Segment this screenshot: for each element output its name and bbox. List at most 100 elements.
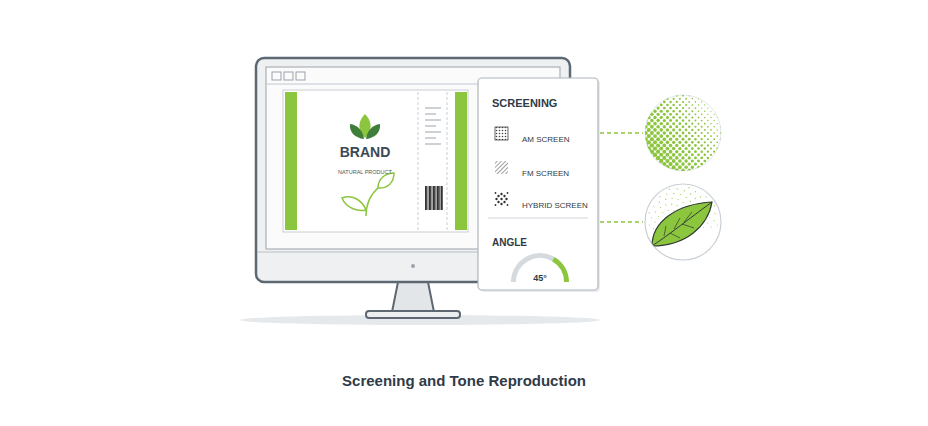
halftone-dot — [672, 128, 675, 131]
halftone-dot — [631, 131, 636, 136]
halftone-dot — [660, 116, 663, 119]
panel-box — [478, 78, 598, 290]
halftone-dot — [653, 146, 657, 150]
halftone-dot — [659, 171, 664, 176]
halftone-dot — [700, 144, 702, 146]
halftone-dot — [685, 116, 687, 118]
halftone-dot — [656, 168, 661, 173]
halftone-dot — [663, 107, 666, 110]
stipple-dot — [677, 199, 678, 200]
gauge-value — [552, 257, 569, 282]
halftone-dot — [698, 98, 699, 99]
text-line — [425, 132, 441, 133]
toolbar-tab — [284, 72, 293, 80]
halftone-dot — [659, 153, 663, 157]
halftone-dot — [650, 125, 654, 129]
halftone-dot — [676, 82, 678, 84]
text-slot: NATURAL PRODUCT — [265, 160, 465, 178]
halftone-dot — [697, 153, 700, 156]
halftone-dot — [698, 110, 700, 112]
halftone-dot — [735, 129, 737, 131]
halftone-dot — [700, 157, 703, 160]
halftone-dot — [672, 134, 675, 137]
leaf-vein — [682, 224, 694, 228]
halftone-dot — [707, 114, 708, 115]
power-dot — [411, 264, 415, 268]
stipple-dot — [651, 217, 652, 218]
halftone-dot — [643, 155, 648, 160]
halftone-dot — [735, 135, 737, 137]
halftone-dot — [710, 141, 712, 143]
stipple-dot — [688, 187, 689, 188]
halftone-dot — [665, 159, 669, 163]
halftone-dot — [723, 129, 724, 130]
halftone-dot — [682, 125, 685, 128]
halftone-dot — [669, 107, 672, 110]
panel-label: AM SCREEN — [522, 135, 570, 145]
halftone-dot — [643, 149, 648, 154]
stipple-dot — [662, 212, 663, 213]
halftone-dot — [716, 104, 718, 106]
halftone-dot — [713, 120, 714, 121]
halftone-dot — [621, 127, 626, 132]
halftone-dot — [719, 113, 721, 115]
halftone-dot — [697, 160, 700, 163]
halftone-dot — [692, 86, 693, 87]
halftone-dot — [698, 104, 700, 106]
halftone-dot — [666, 98, 669, 101]
halftone-dot — [678, 153, 681, 156]
halftone-dot — [663, 131, 667, 135]
halftone-dot — [729, 148, 730, 149]
barcode-bar — [426, 186, 428, 210]
halftone-dot — [694, 175, 697, 178]
sprout-leaf — [378, 173, 394, 188]
halftone-dot — [653, 110, 656, 113]
halftone-dot — [681, 144, 684, 147]
halftone-dot — [700, 163, 703, 166]
stipple-dot — [713, 220, 714, 221]
halftone-dot — [675, 131, 678, 134]
halftone-dot — [697, 135, 699, 137]
halftone-dot — [657, 94, 660, 97]
halftone-dot — [657, 100, 660, 103]
halftone-dot — [663, 101, 666, 104]
halftone-dot — [710, 104, 711, 105]
halftone-dot — [707, 163, 710, 166]
halftone-dot — [704, 147, 706, 149]
halftone-dot — [694, 132, 696, 134]
halftone-dot — [697, 147, 700, 150]
stipple-dot — [680, 194, 681, 195]
halftone-dot — [644, 125, 648, 129]
halftone-dot — [678, 128, 681, 131]
halftone-dot — [679, 79, 681, 81]
text-slot: BRAND — [265, 143, 465, 161]
halftone-dot — [704, 123, 706, 125]
halftone-dot — [698, 117, 700, 119]
halftone-dot — [668, 168, 672, 172]
halftone-dot — [713, 138, 715, 140]
text-slot: ANGLE — [492, 232, 527, 250]
halftone-dot — [716, 148, 718, 150]
halftone-dot — [700, 175, 703, 178]
halftone-dot — [637, 125, 641, 129]
barcode-bar — [433, 186, 435, 210]
halftone-dot — [666, 122, 669, 125]
halftone-dot — [659, 140, 663, 144]
halftone-dot — [707, 107, 708, 108]
halftone-dot — [672, 147, 676, 151]
barcode-bar — [431, 186, 433, 210]
leaf-vein — [664, 226, 666, 236]
stipple-dot — [705, 196, 706, 197]
hybrid-icon — [503, 201, 505, 203]
halftone-dot — [678, 135, 681, 138]
stipple-dot — [659, 202, 660, 203]
halftone-dot — [700, 150, 703, 153]
halftone-dot — [662, 168, 666, 172]
stipple-dot — [690, 201, 691, 202]
halftone-dot — [676, 107, 678, 109]
logo-leaf — [366, 124, 380, 139]
text-slot: FM SCREEN — [522, 162, 569, 180]
halftone-dot — [688, 101, 690, 103]
halftone-dot — [679, 73, 680, 74]
